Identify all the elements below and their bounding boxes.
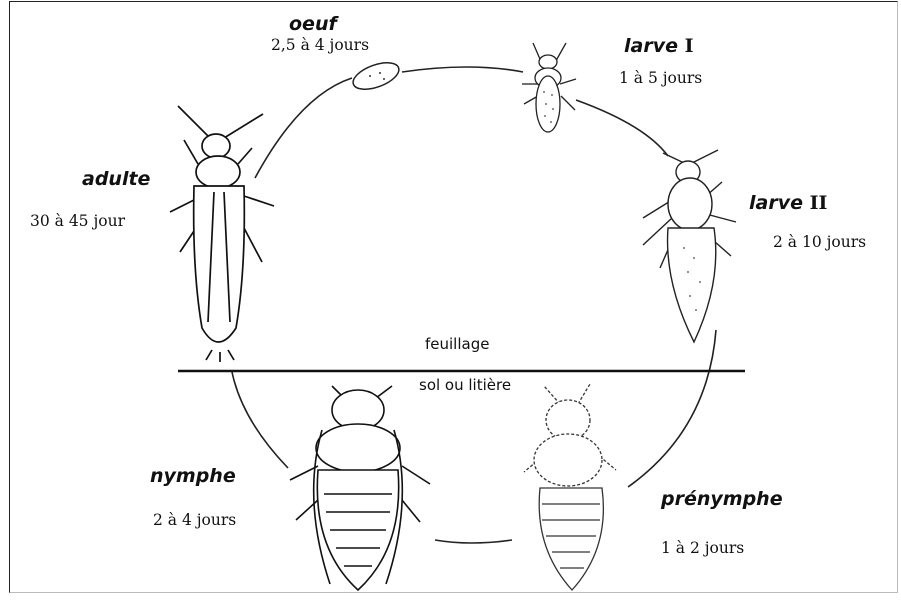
prepupa-drawing (524, 384, 616, 486)
duration-oeuf: 2,5 à 4 jours (271, 38, 369, 54)
label-larve-2-name: larve (749, 192, 803, 214)
label-larve-2-numeral: II (810, 192, 828, 214)
cycle-arrows (232, 67, 716, 543)
duration-larve-1: 1 à 5 jours (619, 71, 702, 87)
egg-drawing (350, 57, 403, 94)
arc-adulte-oeuf (255, 78, 352, 178)
pupa-drawing (290, 386, 430, 590)
larva-1-drawing (522, 43, 576, 132)
zone-sol: sol ou litière (419, 378, 511, 393)
duration-adulte: 30 à 45 jour (30, 214, 125, 230)
larva-2-drawing (643, 150, 736, 342)
prepupa-abdomen (539, 488, 603, 590)
label-larve-1-name: larve (624, 35, 678, 57)
arc-oeuf-larve1 (402, 67, 523, 72)
duration-nymphe: 2 à 4 jours (153, 513, 236, 529)
adult-drawing (170, 106, 274, 362)
duration-larve-2: 2 à 10 jours (773, 235, 866, 251)
label-prenymphe: prénymphe (661, 490, 783, 509)
duration-prenymphe: 1 à 2 jours (661, 541, 744, 557)
label-larve-1-numeral: I (685, 35, 694, 57)
label-nymphe: nymphe (150, 467, 236, 486)
label-larve-1: larve I (624, 37, 694, 56)
arc-larve1-larve2 (576, 100, 668, 156)
arc-nymphe-adulte (232, 372, 288, 468)
arc-prenymphe-nymphe (435, 540, 512, 543)
label-oeuf: oeuf (289, 15, 337, 34)
label-adulte: adulte (82, 170, 150, 189)
zone-feuillage: feuillage (425, 337, 489, 352)
arc-larve2-prenymphe (628, 330, 716, 487)
label-larve-2: larve II (749, 194, 827, 213)
